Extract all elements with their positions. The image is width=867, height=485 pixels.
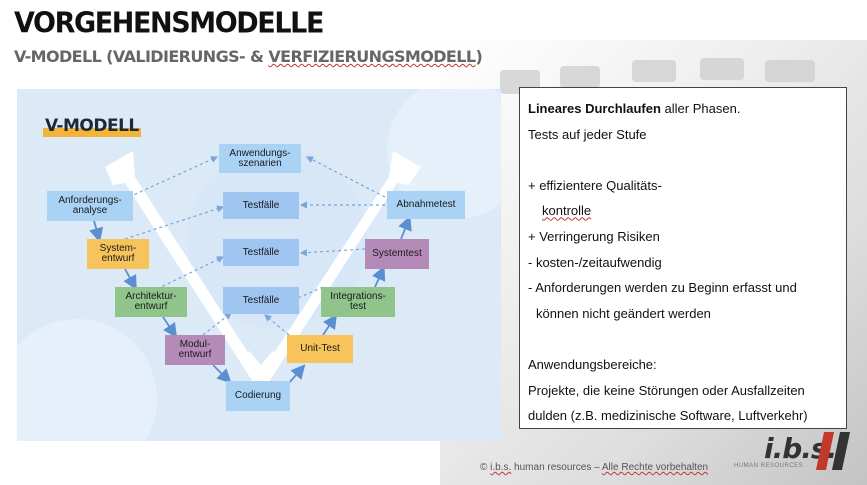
background-chair [632,60,676,82]
process-arrow [372,265,386,288]
footer-rights: Alle Rechte vorbehalten [601,462,709,473]
box-testfaelle: Testfälle [223,287,299,314]
text-line: können nicht geändert werden [536,305,711,321]
text-span: aller Phasen. [660,101,741,116]
box-systemtest: Systemtest [365,239,429,269]
dotted-arrow [128,156,219,198]
diagram-title: V-MODELL [45,116,139,136]
process-arrow [212,364,232,384]
text-line: + effizientere Qualitäts- [528,177,662,193]
box-testfaelle: Testfälle [223,192,299,219]
footer-prefix: © [480,462,491,473]
footer-copyright: © i.b.s. human resources – Alle Rechte v… [480,462,708,473]
box-codierung: Codierung [226,381,290,411]
box-anforderungsanalyse: Anforderungs- analyse [47,191,133,221]
box-integrationstest: Integrations- test [321,287,395,317]
text-line: Tests auf jeder Stufe [528,126,647,142]
footer-middle: human resources – [511,462,602,473]
info-textbox: Lineares Durchlaufen aller Phasen. Tests… [519,87,847,429]
text-line: Lineares Durchlaufen aller Phasen. [528,96,838,122]
dotted-arrow [156,256,225,290]
blank-line [528,326,838,352]
v-arrow-left [105,151,265,385]
text-line: + Verringerung Risiken [528,228,660,244]
v-model-diagram: V-MODELL Anwendungs- szenarien Anforderu… [17,89,501,441]
bg-bubble [17,319,157,441]
box-anwendungsszenarien: Anwendungs- szenarien [219,144,301,173]
background-chair [700,58,744,80]
bg-bubble [387,89,501,219]
background-chair [765,60,815,82]
box-testfaelle: Testfälle [223,239,299,266]
text-line: kontrolle [528,198,838,224]
page-title: VORGEHENSMODELLE [14,7,324,40]
background-chair [560,66,600,88]
v-arrow-bottom [239,351,283,387]
process-arrow [288,364,306,384]
dotted-arrow [124,205,225,240]
footer-brand: i.b.s. [490,462,512,473]
text-line: Projekte, die keine Störungen oder Ausfa… [528,382,805,398]
text-line: Anwendungsbereiche: [528,356,657,372]
box-abnahmetest: Abnahmetest [387,191,465,219]
text-span: kontrolle [542,203,592,219]
text-line: - kosten-/zeitaufwendig [528,254,662,270]
v-arrow-right [257,151,421,385]
process-arrow [322,314,337,336]
process-arrow [398,215,412,240]
text-line: - Anforderungen werden zu Beginn erfasst… [528,280,797,296]
text-bold: Lineares Durchlaufen [528,101,661,116]
dotted-arrow [264,314,290,336]
subtitle-underlined: VERFIZIERUNGSMODELL [268,47,476,66]
page-subtitle: V-MODELL (VALIDIERUNGS- & VERFIZIERUNGSM… [14,47,483,66]
logo-subtext: HUMAN RESOURCES [734,463,804,469]
dotted-arrow [305,156,386,198]
box-modulentwurf: Modul- entwurf [165,335,225,365]
subtitle-suffix: ) [475,47,483,66]
dotted-arrow [299,248,366,257]
process-arrow [162,316,177,338]
process-arrow [123,268,137,291]
blank-line [528,147,838,173]
title-highlight [43,128,141,137]
box-unit-test: Unit-Test [287,335,353,363]
text-line: dulden (z.B. medizinische Software, Luft… [528,408,808,424]
box-systementwurf: System- entwurf [87,239,149,269]
box-architekturentwurf: Architektur- entwurf [115,287,187,317]
subtitle-prefix: V-MODELL (VALIDIERUNGS- & [14,47,269,66]
